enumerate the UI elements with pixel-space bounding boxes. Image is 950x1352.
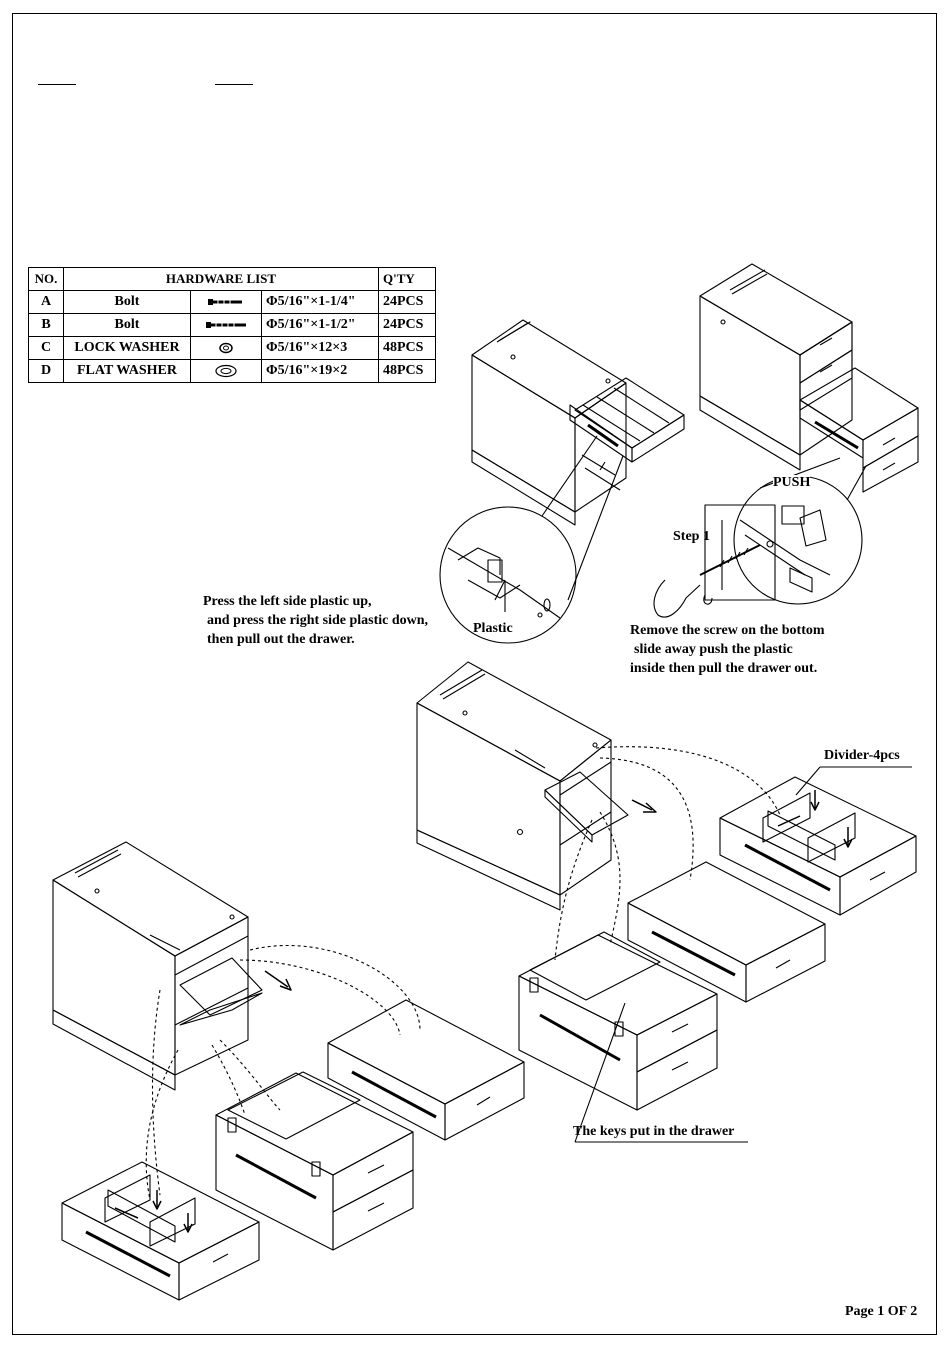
left-note-line-1: Press the left side plastic up, [203, 594, 372, 609]
flat-washer-icon [215, 364, 237, 377]
bolt-short-icon [208, 298, 242, 305]
keys-label: The keys put in the drawer [573, 1124, 735, 1139]
hardware-list-table: NO. HARDWARE LIST Q'TY A Bolt Φ5/16"×1-1… [28, 267, 436, 383]
hardware-qty: 48PCS [378, 359, 436, 383]
hardware-row: C LOCK WASHER Φ5/16"×12×3 48PCS [28, 336, 436, 360]
motion-path-lines [146, 747, 780, 1200]
divider-label: Divider-4pcs [824, 748, 900, 763]
left-instruction-note: Press the left side plastic up, and pres… [203, 592, 428, 649]
plastic-latch-detail-illustration [440, 436, 623, 643]
hardware-row: B Bolt Φ5/16"×1-1/2" 24PCS [28, 313, 436, 337]
hardware-name: Bolt [63, 290, 191, 314]
right-note-line-2: slide away push the plastic [634, 642, 793, 657]
drawer-frame-assembly-right-illustration [519, 932, 717, 1110]
hardware-row: A Bolt Φ5/16"×1-1/4" 24PCS [28, 290, 436, 314]
drawer-empty-right-illustration [628, 862, 825, 1002]
blank-field-1 [38, 84, 76, 85]
page-number: Page 1 OF 2 [845, 1304, 918, 1319]
header-title: HARDWARE LIST [63, 267, 379, 291]
direction-arrows [115, 790, 852, 1232]
header-no: NO. [28, 267, 64, 291]
hardware-no: D [28, 359, 64, 383]
drawer-with-dividers-right-illustration [720, 777, 916, 915]
drawer-frame-assembly-left-illustration [216, 1072, 413, 1250]
hardware-name: LOCK WASHER [63, 336, 191, 360]
bolt-long-icon [206, 321, 246, 328]
drawer-with-dividers-left-illustration [62, 1162, 259, 1300]
right-instruction-note: Remove the screw on the bottom slide awa… [630, 621, 825, 678]
lock-washer-icon [219, 342, 233, 354]
cabinet-three-drawers-illustration [700, 264, 918, 492]
push-label: PUSH [773, 475, 811, 491]
hardware-header-row: NO. HARDWARE LIST Q'TY [28, 267, 436, 291]
drawer-empty-left-illustration [328, 1000, 524, 1140]
hardware-row: D FLAT WASHER Φ5/16"×19×2 48PCS [28, 359, 436, 383]
step-label: Step 1 [673, 529, 710, 544]
hardware-name: Bolt [63, 313, 191, 337]
cabinet-left-illustration [53, 842, 262, 1090]
right-note-line-3: inside then pull the drawer out. [630, 661, 818, 676]
hardware-qty: 24PCS [378, 313, 436, 337]
cabinet-drawer-pulled-illustration [472, 320, 684, 525]
left-note-line-2: and press the right side plastic down, [207, 613, 429, 628]
plastic-label: Plastic [473, 621, 513, 636]
right-note-line-1: Remove the screw on the bottom [630, 623, 825, 638]
hardware-size: Φ5/16"×1-1/4" [261, 290, 379, 314]
push-latch-detail-illustration [654, 458, 866, 617]
hardware-size: Φ5/16"×12×3 [261, 336, 379, 360]
hardware-qty: 24PCS [378, 290, 436, 314]
cabinet-open-frame-illustration [417, 662, 628, 910]
page-border [12, 13, 937, 1335]
hardware-no: A [28, 290, 64, 314]
left-note-line-3: then pull out the drawer. [207, 632, 355, 647]
leader-lines [505, 582, 912, 1142]
hardware-name: FLAT WASHER [63, 359, 191, 383]
blank-field-2 [215, 84, 253, 85]
